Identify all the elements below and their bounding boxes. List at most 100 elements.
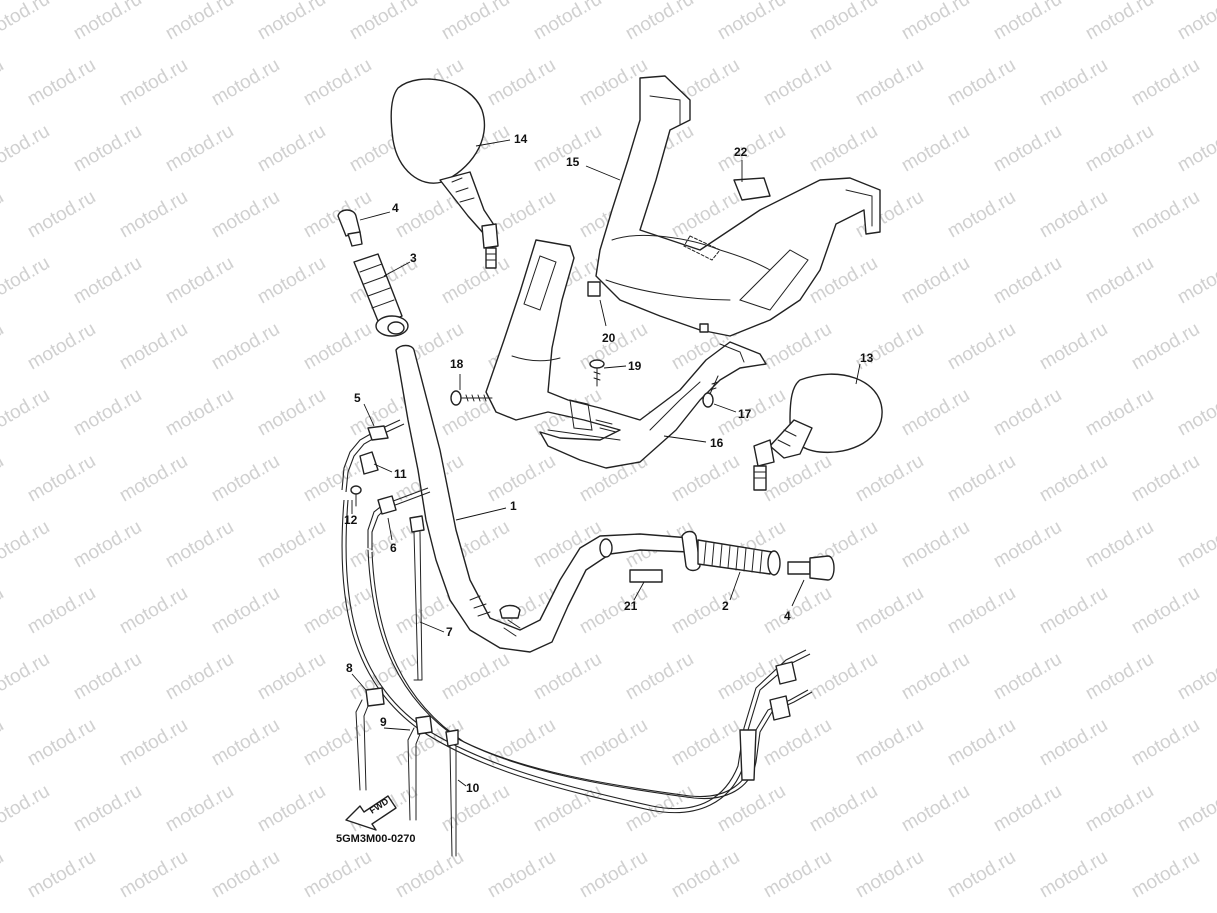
part-16-handle-cover-lower <box>485 239 767 469</box>
watermark-text: motod.ru <box>1128 55 1203 111</box>
watermark-text: motod.ru <box>1036 187 1111 243</box>
callout-15: 15 <box>566 155 580 169</box>
watermark-text: motod.ru <box>1174 0 1217 44</box>
watermark-text: motod.ru <box>484 847 559 903</box>
watermark-text: motod.ru <box>852 55 927 111</box>
watermark-text: motod.ru <box>668 847 743 903</box>
callout-19: 19 <box>628 359 642 373</box>
watermark-text: motod.ru <box>208 451 283 507</box>
watermark-text: motod.ru <box>70 121 145 177</box>
callout-7: 7 <box>446 625 453 639</box>
watermark-text: motod.ru <box>990 781 1065 837</box>
watermark-text: motod.ru <box>1174 253 1217 309</box>
watermark-text: motod.ru <box>760 715 835 771</box>
watermark-text: motod.ru <box>0 253 53 309</box>
watermark-text: motod.ru <box>714 121 789 177</box>
watermark-text: motod.ru <box>1036 55 1111 111</box>
watermark-text: motod.ru <box>944 187 1019 243</box>
callout-16: 16 <box>710 436 724 450</box>
callout-5: 5 <box>354 391 361 405</box>
watermark-text: motod.ru <box>576 847 651 903</box>
watermark-text: motod.ru <box>1128 187 1203 243</box>
watermark-text: motod.ru <box>1082 781 1157 837</box>
watermark-text: motod.ru <box>944 847 1019 903</box>
part-22-label <box>733 177 771 201</box>
watermark-text: motod.ru <box>24 715 99 771</box>
watermark-text: motod.ru <box>852 319 927 375</box>
watermark-text: motod.ru <box>668 583 743 639</box>
watermark-text: motod.ru <box>714 0 789 44</box>
watermark-text: motod.ru <box>944 451 1019 507</box>
watermark-text: motod.ru <box>162 781 237 837</box>
watermark-text: motod.ru <box>944 715 1019 771</box>
watermark-text: motod.ru <box>208 187 283 243</box>
callout-labels: 1 2 3 4 4 5 6 7 8 9 10 11 12 13 14 15 16… <box>344 132 874 795</box>
watermark-text: motod.ru <box>1174 649 1217 705</box>
part-21-label <box>629 569 663 583</box>
watermark-text: motod.ru <box>990 253 1065 309</box>
watermark-text: motod.ru <box>438 253 513 309</box>
part-15-front-cover <box>595 75 881 337</box>
watermark-text: motod.ru <box>622 649 697 705</box>
watermark-text: motod.ru <box>70 781 145 837</box>
watermark-text: motod.ru <box>208 55 283 111</box>
watermark-text: motod.ru <box>898 121 973 177</box>
watermark-text: motod.ru <box>0 781 53 837</box>
watermark-text: motod.ru <box>1128 451 1203 507</box>
part-12-screw <box>350 485 362 507</box>
watermark-text: motod.ru <box>990 385 1065 441</box>
watermark-text: motod.ru <box>1036 583 1111 639</box>
watermark-text: motod.ru <box>254 0 329 44</box>
part-10-cable-tie <box>445 729 459 857</box>
watermark-text: motod.ru <box>852 847 927 903</box>
watermark-text: motod.ru <box>944 583 1019 639</box>
callout-1: 1 <box>510 499 517 513</box>
watermark-text: motod.ru <box>852 715 927 771</box>
watermark-text: motod.ru <box>898 781 973 837</box>
watermark-text: motod.ru <box>668 451 743 507</box>
watermark-text: motod.ru <box>300 187 375 243</box>
watermark-text: motod.ru <box>898 0 973 44</box>
watermark-text: motod.ru <box>898 517 973 573</box>
callout-22: 22 <box>734 145 748 159</box>
watermark-text: motod.ru <box>622 0 697 44</box>
watermark-text: motod.ru <box>254 649 329 705</box>
watermark-text: motod.ru <box>24 55 99 111</box>
watermark-text: motod.ru <box>760 55 835 111</box>
watermark-text: motod.ru <box>1128 583 1203 639</box>
watermark-text: motod.ru <box>254 781 329 837</box>
watermark-text: motod.ru <box>1174 517 1217 573</box>
watermark-text: motod.ru <box>0 385 53 441</box>
callout-18: 18 <box>450 357 464 371</box>
callout-12: 12 <box>344 513 358 527</box>
callout-2: 2 <box>722 599 729 613</box>
part-18-screw <box>450 390 493 406</box>
callout-10: 10 <box>466 781 480 795</box>
watermark-text: motod.ru <box>162 385 237 441</box>
callout-8: 8 <box>346 661 353 675</box>
watermark-text: motod.ru <box>944 55 1019 111</box>
part-11-clamp <box>359 451 379 475</box>
long-cable-bundle <box>341 499 813 814</box>
watermark-text: motod.ru <box>1174 781 1217 837</box>
watermark-text: motod.ru <box>714 385 789 441</box>
callout-4-top: 4 <box>392 201 399 215</box>
watermark-text: motod.ru <box>162 649 237 705</box>
watermark-text: motod.ru <box>70 649 145 705</box>
watermark-text: motod.ru <box>1174 385 1217 441</box>
callout-20: 20 <box>602 331 616 345</box>
watermark-text: motod.ru <box>1082 649 1157 705</box>
watermark-text: motod.ru <box>1036 847 1111 903</box>
watermark-text: motod.ru <box>530 781 605 837</box>
watermark-text: motod.ru <box>0 121 53 177</box>
callout-17: 17 <box>738 407 752 421</box>
watermark-text: motod.ru <box>0 517 53 573</box>
watermark-text: motod.ru <box>0 187 7 243</box>
watermark-text: motod.ru <box>162 253 237 309</box>
watermark-text: motod.ru <box>0 0 53 44</box>
watermark-text: motod.ru <box>576 583 651 639</box>
callout-6: 6 <box>390 541 397 555</box>
watermark-text: motod.ru <box>1036 319 1111 375</box>
part-7-cable-tie <box>409 515 425 681</box>
